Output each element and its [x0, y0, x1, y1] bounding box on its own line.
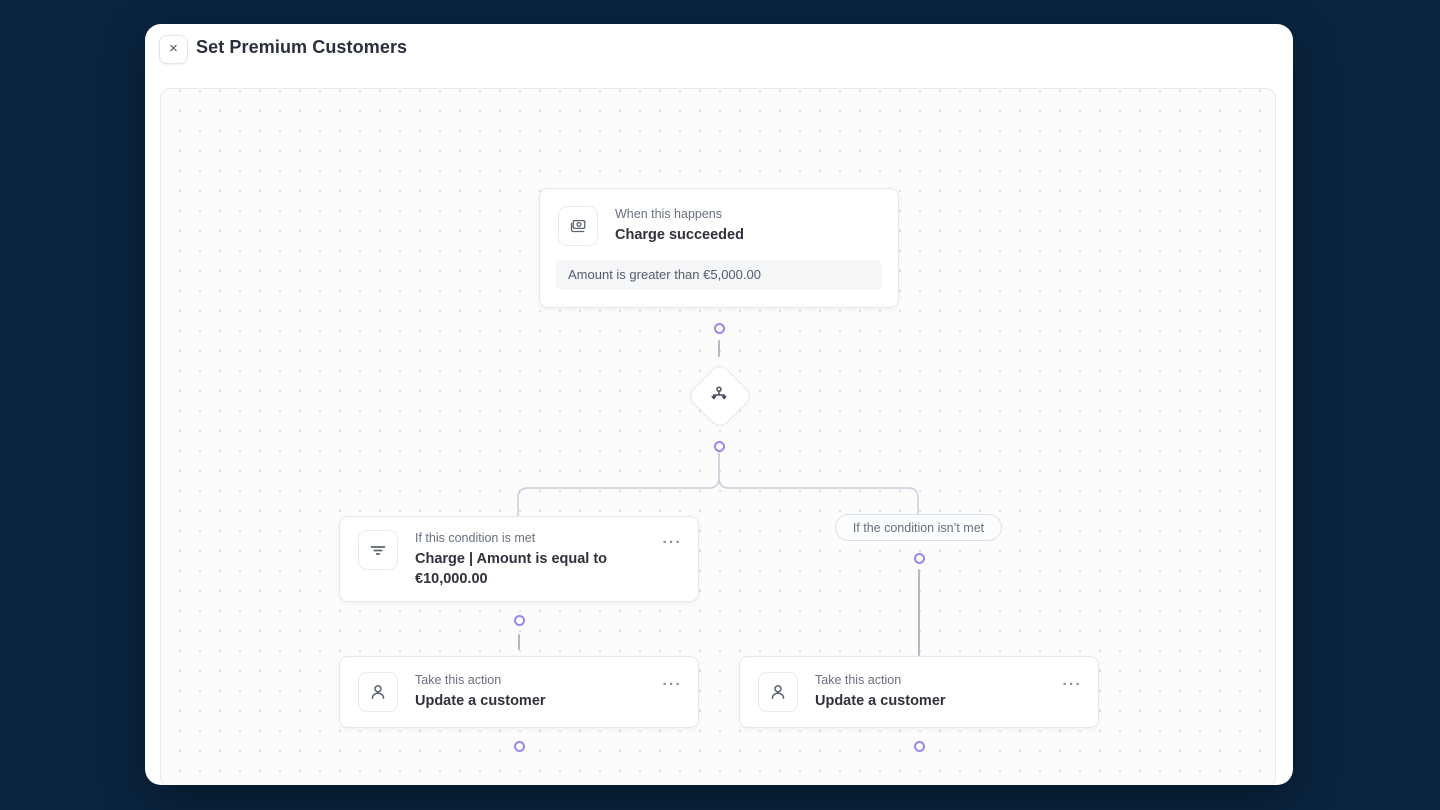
action-right-kind-label: Take this action — [815, 673, 902, 687]
page-title: Set Premium Customers — [196, 37, 408, 57]
trigger-filter-bar: Amount is greater than €5,000.00 — [556, 260, 882, 290]
workflow-panel: × Set Premium Customers When this happen… — [145, 24, 1293, 785]
trigger-node[interactable]: When this happens Charge succeeded Amoun… — [539, 188, 899, 308]
connector-handle[interactable] — [513, 740, 525, 752]
trigger-title: Charge succeeded — [615, 227, 744, 243]
else-branch-label: If the condition isn’t met — [852, 520, 985, 535]
connector-line — [518, 634, 520, 650]
action-right-title: Update a customer — [815, 693, 946, 709]
action-left-kind-label: Take this action — [415, 673, 502, 687]
action-left-title: Update a customer — [415, 693, 546, 709]
condition-node[interactable]: If this condition is met Charge | Amount… — [339, 516, 699, 602]
connector-line — [718, 340, 720, 357]
banknote-icon — [558, 206, 598, 246]
connector-handle[interactable] — [713, 440, 725, 452]
action-left-overflow-menu-button[interactable]: ··· — [662, 676, 682, 693]
workflow-canvas[interactable]: When this happens Charge succeeded Amoun… — [160, 88, 1276, 785]
condition-overflow-menu-button[interactable]: ··· — [662, 534, 682, 551]
trigger-kind-label: When this happens — [615, 207, 723, 221]
action-node-left[interactable]: Take this action Update a customer ··· — [339, 656, 699, 728]
connector-handle[interactable] — [513, 614, 525, 626]
connector-line — [918, 569, 920, 656]
connector-handle[interactable] — [713, 322, 725, 334]
close-button[interactable]: × — [159, 35, 188, 64]
branch-connector — [517, 452, 919, 517]
connector-handle[interactable] — [913, 552, 925, 564]
condition-kind-label: If this condition is met — [415, 531, 536, 545]
person-icon — [358, 672, 398, 712]
action-right-overflow-menu-button[interactable]: ··· — [1062, 676, 1082, 693]
condition-title: Charge | Amount is equal to €10,000.00 — [415, 551, 608, 587]
filter-icon — [358, 530, 398, 570]
split-branch-icon — [708, 384, 730, 406]
else-branch-pill: If the condition isn’t met — [835, 514, 1002, 541]
person-icon — [758, 672, 798, 712]
action-node-right[interactable]: Take this action Update a customer ··· — [739, 656, 1099, 728]
connector-handle[interactable] — [913, 740, 925, 752]
close-icon: × — [169, 40, 178, 57]
